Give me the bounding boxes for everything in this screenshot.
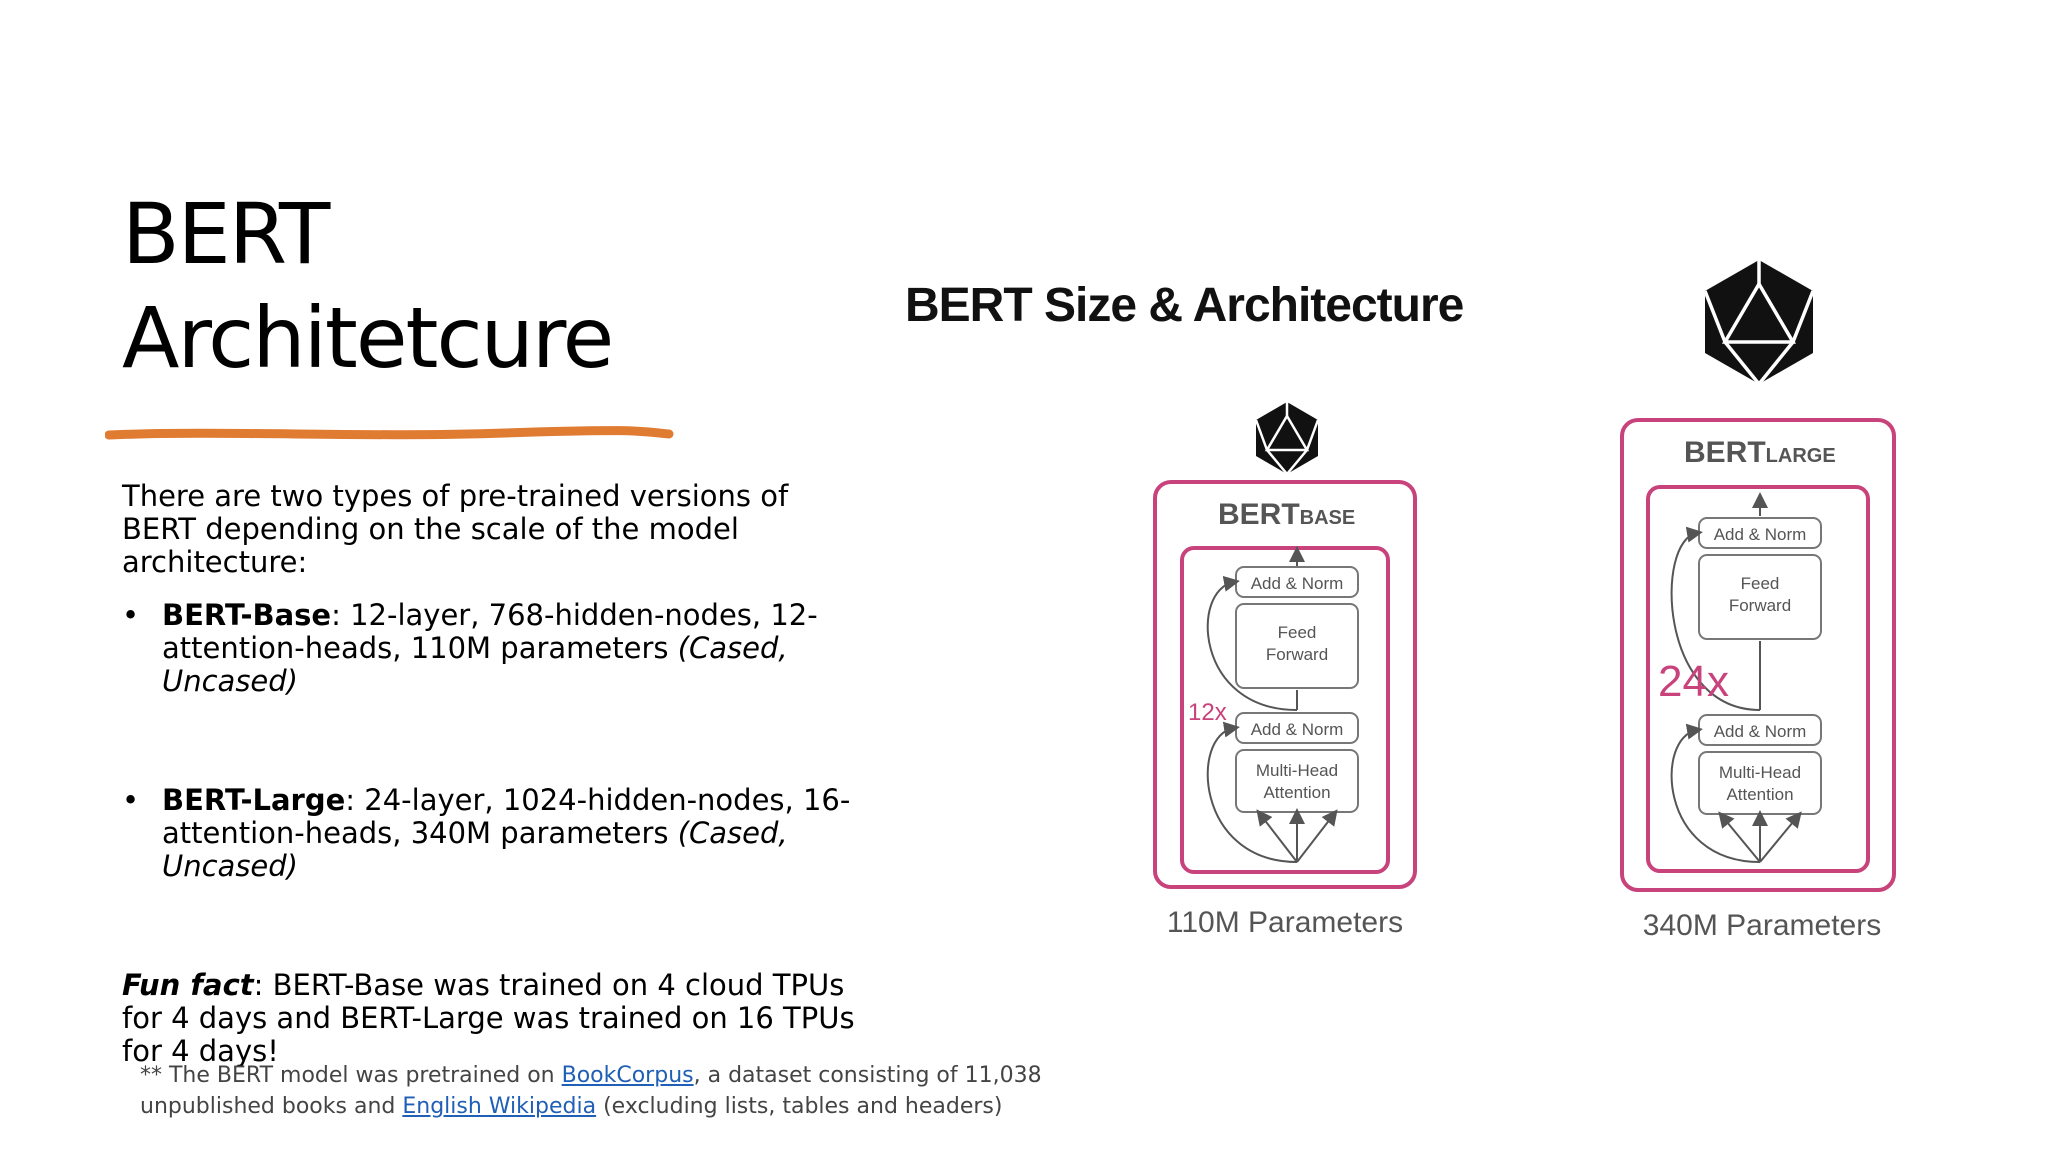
bert-base-params: 110M Parameters <box>1167 906 1403 939</box>
bert-architecture-diagram: BERTBASE Add & Norm Feed Forward 12x Add… <box>1153 260 1896 942</box>
bullet-bert-large-note: (Cased, Uncased) <box>162 816 788 883</box>
bullet-bert-large: BERT-Large: 24-layer, 1024-hidden-nodes,… <box>122 784 862 883</box>
large-feed-forward <box>1698 554 1822 640</box>
title-underline <box>105 426 674 440</box>
bert-large-inner-frame <box>1646 485 1870 873</box>
title-line-2: Architetcure <box>122 289 614 387</box>
english-wikipedia-link[interactable]: English Wikipedia <box>402 1094 597 1119</box>
base-add-norm-top-text: Add & Norm <box>1251 574 1344 593</box>
bullet-bert-base-name: BERT-Base <box>162 598 332 632</box>
bert-large-label: BERTLARGE <box>1684 436 1836 469</box>
intro-text: There are two types of pre-trained versi… <box>122 479 789 579</box>
large-repeat-label: 24x <box>1658 657 1729 706</box>
bert-base-diagram: BERTBASE Add & Norm Feed Forward 12x Add… <box>1153 402 1417 939</box>
large-attention-text-1: Multi-Head <box>1719 763 1801 782</box>
footnote-suffix: (excluding lists, tables and headers) <box>596 1094 1003 1119</box>
figure-title: BERT Size & Architecture <box>905 279 1464 332</box>
base-attention-text-2: Attention <box>1263 783 1330 802</box>
fun-fact-label: Fun fact <box>122 968 254 1002</box>
icosahedron-icon-base <box>1254 402 1320 475</box>
bullet-bert-base: BERT-Base: 12-layer, 768-hidden-nodes, 1… <box>122 599 862 698</box>
base-add-norm-bottom-text: Add & Norm <box>1251 720 1344 739</box>
bullet-bert-base-desc: : 12-layer, 768-hidden-nodes, 12-attenti… <box>162 598 818 665</box>
base-feed-forward-text-2: Forward <box>1266 645 1328 664</box>
slide-title: BERT Architetcure <box>122 182 822 390</box>
base-feed-forward-text-1: Feed <box>1278 623 1317 642</box>
bert-base-inner-frame <box>1180 546 1390 874</box>
body-text: There are two types of pre-trained versi… <box>122 480 862 1068</box>
bullet-bert-large-desc: : 24-layer, 1024-hidden-nodes, 16-attent… <box>162 783 851 850</box>
bookcorpus-link[interactable]: BookCorpus <box>561 1063 694 1088</box>
base-repeat-label: 12x <box>1188 699 1227 726</box>
fun-fact-text: : BERT-Base was trained on 4 cloud TPUs … <box>122 968 855 1068</box>
large-add-norm-bottom-text: Add & Norm <box>1714 722 1807 741</box>
bullet-bert-large-name: BERT-Large <box>162 783 346 817</box>
fun-fact: Fun fact: BERT-Base was trained on 4 clo… <box>122 969 862 1068</box>
base-multi-head-attention <box>1235 749 1359 813</box>
footnote: ** The BERT model was pretrained on Book… <box>140 1060 1140 1122</box>
base-feed-forward <box>1235 603 1359 689</box>
bert-large-outer-frame <box>1620 418 1896 892</box>
large-multi-head-attention <box>1698 751 1822 815</box>
base-attention-text-1: Multi-Head <box>1256 761 1338 780</box>
bullet-bert-base-note: (Cased, Uncased) <box>162 631 788 698</box>
bert-large-diagram: BERTLARGE Add & Norm Feed Forward 24x Ad… <box>1620 260 1896 942</box>
bert-large-params: 340M Parameters <box>1643 909 1881 942</box>
large-feed-forward-text-2: Forward <box>1729 596 1791 615</box>
bert-base-outer-frame <box>1153 480 1417 889</box>
footnote-prefix: ** The BERT model was pretrained on <box>140 1063 562 1088</box>
large-attention-text-2: Attention <box>1726 785 1793 804</box>
large-feed-forward-text-1: Feed <box>1741 574 1780 593</box>
title-line-1: BERT <box>122 185 330 283</box>
footnote-middle: , a dataset consisting of 11,038 unpubli… <box>140 1063 1042 1119</box>
bert-base-label: BERTBASE <box>1218 498 1355 531</box>
icosahedron-icon-large <box>1703 260 1815 386</box>
large-add-norm-top-text: Add & Norm <box>1714 525 1807 544</box>
bullet-list: BERT-Base: 12-layer, 768-hidden-nodes, 1… <box>122 599 862 883</box>
